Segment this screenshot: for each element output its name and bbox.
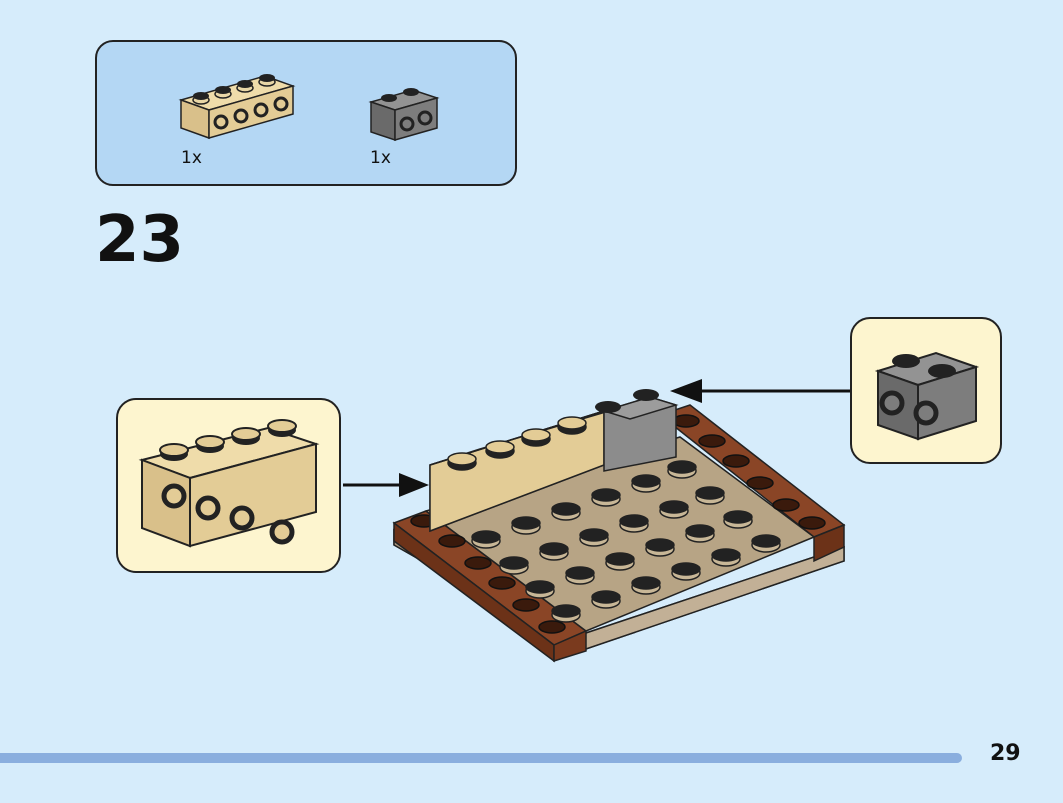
arrow-to-tan-brick <box>343 473 429 497</box>
page-number: 29 <box>990 741 1021 766</box>
step-number: 23 <box>95 203 185 277</box>
page-progress-bar <box>0 753 962 763</box>
tan-brick-1x4-callout-icon <box>138 419 320 548</box>
arrow-to-gray-brick <box>670 379 850 403</box>
tan-brick-quantity: 1x <box>181 148 202 168</box>
assembly-illustration <box>392 389 846 663</box>
callout-gray-brick <box>850 317 1002 464</box>
tan-brick-1x4-icon <box>178 74 296 140</box>
parts-list-box: 1x 1x <box>95 40 517 186</box>
dark-gray-brick-1x2-icon <box>368 88 440 142</box>
callout-tan-brick <box>116 398 341 573</box>
dark-gray-brick-1x2-callout-icon <box>874 351 980 441</box>
gray-brick-quantity: 1x <box>370 148 391 168</box>
